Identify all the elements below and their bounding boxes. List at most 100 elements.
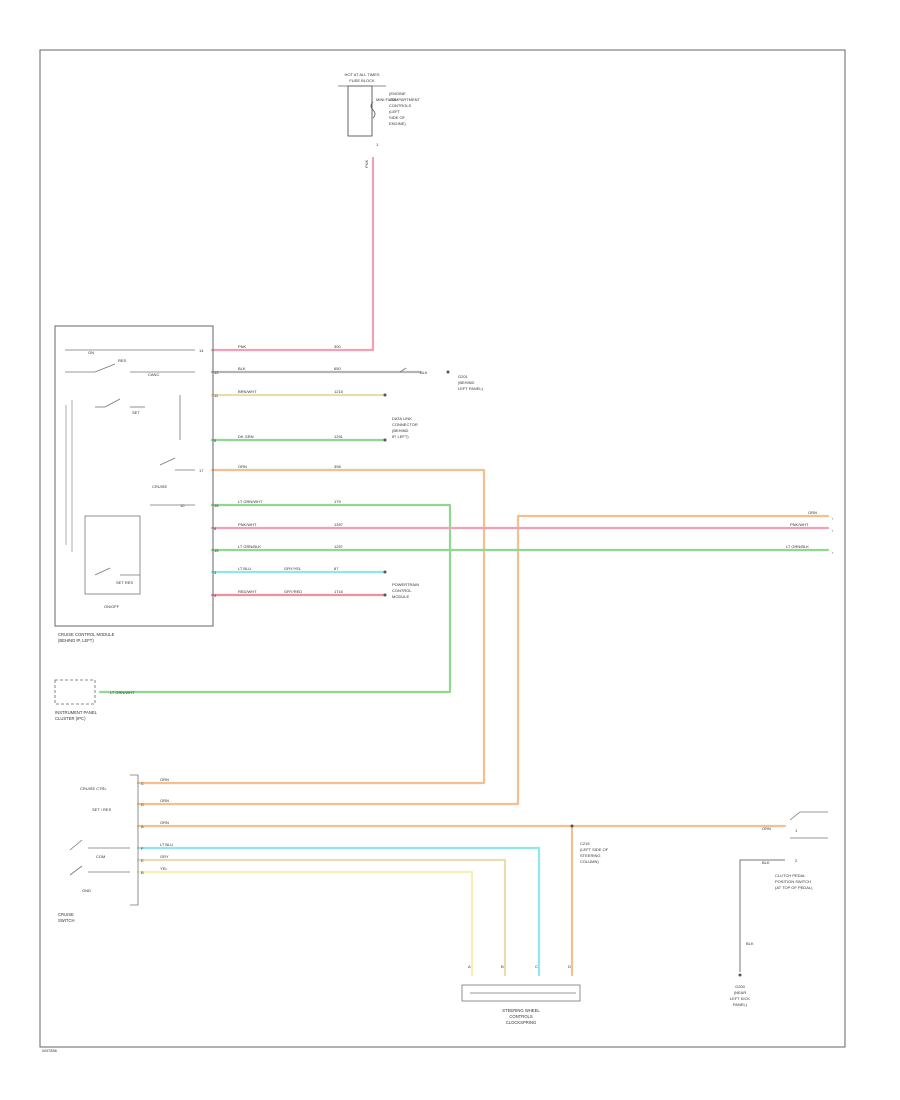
cruise-switch-box	[130, 774, 139, 906]
sc-pin: D	[568, 964, 571, 969]
cm-pin: 14	[199, 348, 204, 353]
cruise-switch: CRUISE CTRL SET / RES COM GND CRUISE SWI…	[58, 774, 173, 923]
ground-a-label-1: G201	[458, 374, 469, 379]
right-arrow: ›	[832, 516, 834, 521]
cm-pin: 12	[214, 370, 219, 375]
wire-label-color: LT GRN/BLK	[238, 544, 261, 549]
wire-label-circuit: 300	[334, 344, 341, 349]
steering-connector-box	[461, 984, 581, 1002]
fuse-out-color: PNK	[364, 159, 369, 168]
ipc-label-1: INSTRUMENT PANEL	[55, 710, 98, 715]
cm-pin: 15	[214, 548, 219, 553]
cs-pin: D	[141, 802, 144, 807]
wire-label-color: PNK	[238, 344, 247, 349]
wire-labels: PNK 300 BLK 650 BRN/WHT 1215 DK GRN 1251…	[110, 344, 344, 695]
sc-pin: C	[535, 964, 538, 969]
wire-label-color: DK GRN	[238, 434, 254, 439]
clutch-switch-box	[789, 811, 828, 821]
ipc-box	[54, 679, 96, 705]
cruise-module-caption-1: CRUISE CONTROL MODULE	[58, 632, 115, 637]
cruise-inner-2: CRUISE	[152, 484, 167, 489]
wire-pink-feed	[210, 156, 375, 352]
wire-label-color: LT GRN/WHT	[238, 499, 263, 504]
sc-caption-1: STEERING WHEEL	[502, 1008, 540, 1013]
steering-connector: C215 (LEFT SIDE OF STEERING COLUMN) A B …	[461, 824, 609, 1025]
cruise-inner-5: RES	[118, 358, 127, 363]
pcm-label-2: CONTROL	[392, 588, 412, 593]
wire-label-color: BRN/WHT	[238, 389, 257, 394]
dlc-label-3: (BEHIND	[392, 428, 409, 433]
fuse-block-box	[347, 85, 373, 137]
instrument-panel-cluster: INSTRUMENT PANEL CLUSTER (IPC)	[54, 679, 98, 721]
gnd-c-label-4: PANEL)	[733, 1002, 748, 1007]
wire-gray-switch	[136, 858, 507, 977]
fuse-block-note-4: (LEFT	[389, 109, 401, 114]
cm-pin: 5	[214, 438, 217, 443]
cruise-inner-1: SET	[132, 410, 140, 415]
right-wire-label: LT GRN/BLK	[786, 544, 809, 549]
dlc-label-4: IP, LEFT)	[392, 434, 409, 439]
clutch-caption-1: CLUTCH PEDAL	[775, 873, 806, 878]
cs-wire-label: YEL	[160, 866, 168, 871]
dlc-label-1: DATA LINK	[392, 416, 412, 421]
diagram-frame	[39, 49, 846, 1048]
sc-note-1: C215	[580, 841, 590, 846]
fuse-block-note-1: (ENGINE	[389, 91, 406, 96]
sc-note-3: STEERING	[580, 853, 600, 858]
right-wire-label: PNK/WHT	[790, 522, 809, 527]
cruise-switch-pins: C D A F E B	[141, 781, 144, 875]
wire-label-color: ORN	[238, 464, 247, 469]
cs-caption-1: CRUISE	[58, 912, 74, 917]
cm-pin: 4	[214, 593, 217, 598]
cruise-module-box	[54, 325, 214, 627]
wire-label-color: LT BLU	[238, 566, 251, 571]
cm-pin: 16	[214, 503, 219, 508]
cruise-module-pins: 14 12 11 5 17 16 6 15 3 4 10	[180, 348, 219, 598]
wire-label-circuit: 1251	[334, 434, 344, 439]
cruise-inner-6: CANC	[148, 372, 159, 377]
wire-label-circuit: 1257	[334, 544, 344, 549]
clutch-switch: 1 2 ORN BLK CLUTCH PEDAL POSITION SWITCH…	[762, 811, 828, 890]
pcm-block: POWERTRAIN CONTROL MODULE	[383, 570, 419, 599]
wire-label-color: LT GRN/WHT	[110, 690, 135, 695]
cs-wire-label: GRY	[160, 854, 169, 859]
gnd-c-label-3: LEFT KICK	[730, 996, 750, 1001]
cs-pin: B	[141, 870, 144, 875]
cm-pin: 17	[199, 468, 204, 473]
clutch-pin: 2	[795, 858, 798, 863]
fuse-pin: 1	[376, 142, 379, 147]
fuse-block-note-6: ENGINE)	[389, 121, 406, 126]
pcm-label-3: MODULE	[392, 594, 409, 599]
cm-pin: 10	[180, 503, 185, 508]
wires	[98, 156, 830, 977]
clutch-caption-2: POSITION SWITCH	[775, 879, 811, 884]
cs-wire-label: ORN	[160, 798, 169, 803]
clutch-pin: 1	[795, 828, 798, 833]
right-arrow: ›	[832, 528, 834, 533]
ground-a: BLK G201 (BEHIND LEFT PANEL)	[399, 367, 484, 391]
wire-cyan-switch	[136, 846, 541, 977]
wire-clutch-ground	[739, 859, 785, 972]
wire-label-circuit: 1215	[334, 389, 344, 394]
fuse-block-title-2: FUSE BLOCK	[349, 78, 375, 83]
ground-a-label-3: LEFT PANEL)	[458, 386, 484, 391]
cs-wire-label: ORN	[160, 820, 169, 825]
wire-label-circuit: GRY/YEL	[284, 566, 302, 571]
cruise-module-caption-2: (BEHIND IP, LEFT)	[58, 638, 94, 643]
wire-orange-1	[136, 468, 486, 785]
wire-orange-2	[136, 514, 830, 806]
wire-label-circuit: GRY/RED	[284, 589, 302, 594]
cs-inner-2: SET / RES	[92, 807, 112, 812]
cm-pin: 3	[214, 570, 217, 575]
cs-inner-3: COM	[96, 854, 105, 859]
gnd-c-wire-label: BLK	[746, 941, 754, 946]
wire-label-circuit: 398	[334, 464, 341, 469]
cruise-inner-3: SET RES	[116, 580, 133, 585]
figure-id: W47856	[42, 1048, 58, 1053]
sc-caption-3: CLOCKSPRING	[506, 1020, 536, 1025]
fuse-block-title-3: MINI FUSE	[376, 97, 397, 102]
cs-pin: F	[141, 846, 144, 851]
cruise-inner-box	[84, 515, 141, 595]
wire-label-circuit: 1397	[334, 522, 344, 527]
ipc-label-2: CLUSTER (IPC)	[55, 716, 86, 721]
